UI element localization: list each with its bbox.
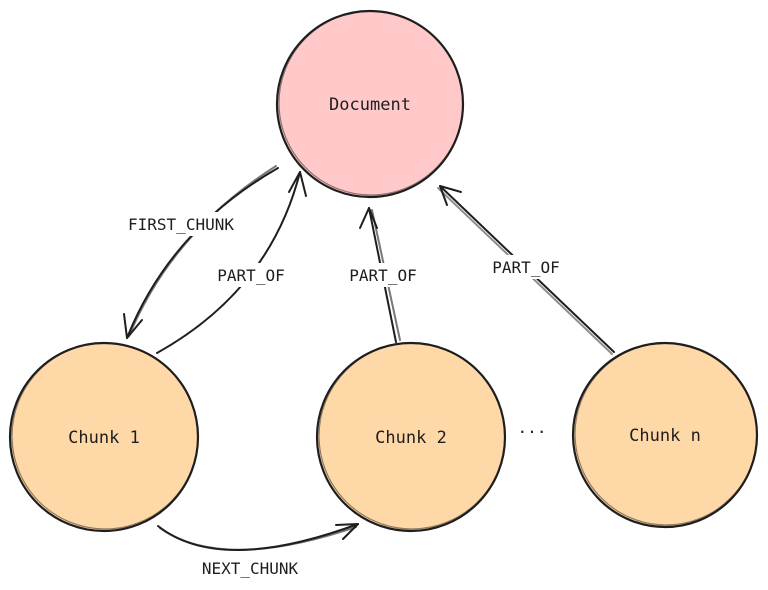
edge-label-backing xyxy=(200,263,302,287)
next-chunk-line xyxy=(157,523,359,551)
chunk-2-circle-sketch xyxy=(318,342,506,530)
part-of-n-arrowhead xyxy=(439,185,462,206)
first-chunk-arrowhead xyxy=(123,313,143,339)
edge-label-part-of-1: PART_OF xyxy=(200,263,302,287)
edge-label-backing xyxy=(330,263,436,287)
chunk-n-label: Chunk n xyxy=(629,426,701,446)
part-of-n-label: PART_OF xyxy=(492,258,559,277)
edge-label-backing xyxy=(106,212,256,236)
part-of-2-label: PART_OF xyxy=(349,266,416,285)
edge-label-part-of-2: PART_OF xyxy=(330,263,436,287)
edge-label-next-chunk: NEXT_CHUNK xyxy=(180,556,320,580)
first-chunk-line xyxy=(126,167,279,339)
chunk-2-label: Chunk 2 xyxy=(375,428,447,448)
part-of-2-arrowhead xyxy=(359,207,378,229)
edge-label-first-chunk: FIRST_CHUNK xyxy=(106,212,256,236)
document-label: Document xyxy=(329,95,411,115)
ellipsis-text: ... xyxy=(518,418,547,437)
first-chunk-line-sketch xyxy=(128,165,277,337)
part-of-1-label: PART_OF xyxy=(217,266,284,285)
first-chunk-label: FIRST_CHUNK xyxy=(128,215,234,234)
next-chunk-line-sketch xyxy=(159,526,357,551)
chunk-1-circle-sketch xyxy=(11,342,199,530)
node-chunk-n[interactable]: Chunk n xyxy=(571,341,759,529)
chunk-1-label: Chunk 1 xyxy=(68,428,140,448)
node-document[interactable]: Document xyxy=(275,9,465,199)
next-chunk-arrowhead xyxy=(335,523,359,540)
edge-label-backing xyxy=(473,255,579,279)
next-chunk-label: NEXT_CHUNK xyxy=(202,559,299,578)
edge-first-chunk xyxy=(123,165,279,339)
part-of-1-arrowhead xyxy=(288,171,307,197)
document-circle-sketch xyxy=(278,10,464,196)
chunk-n-circle-sketch xyxy=(574,342,758,526)
node-chunk-1[interactable]: Chunk 1 xyxy=(8,341,200,533)
node-chunk-2[interactable]: Chunk 2 xyxy=(315,341,507,533)
part-of-1-line xyxy=(156,171,301,354)
edge-next-chunk xyxy=(157,523,359,551)
edge-label-part-of-n: PART_OF xyxy=(473,255,579,279)
edge-label-backing xyxy=(180,556,320,580)
